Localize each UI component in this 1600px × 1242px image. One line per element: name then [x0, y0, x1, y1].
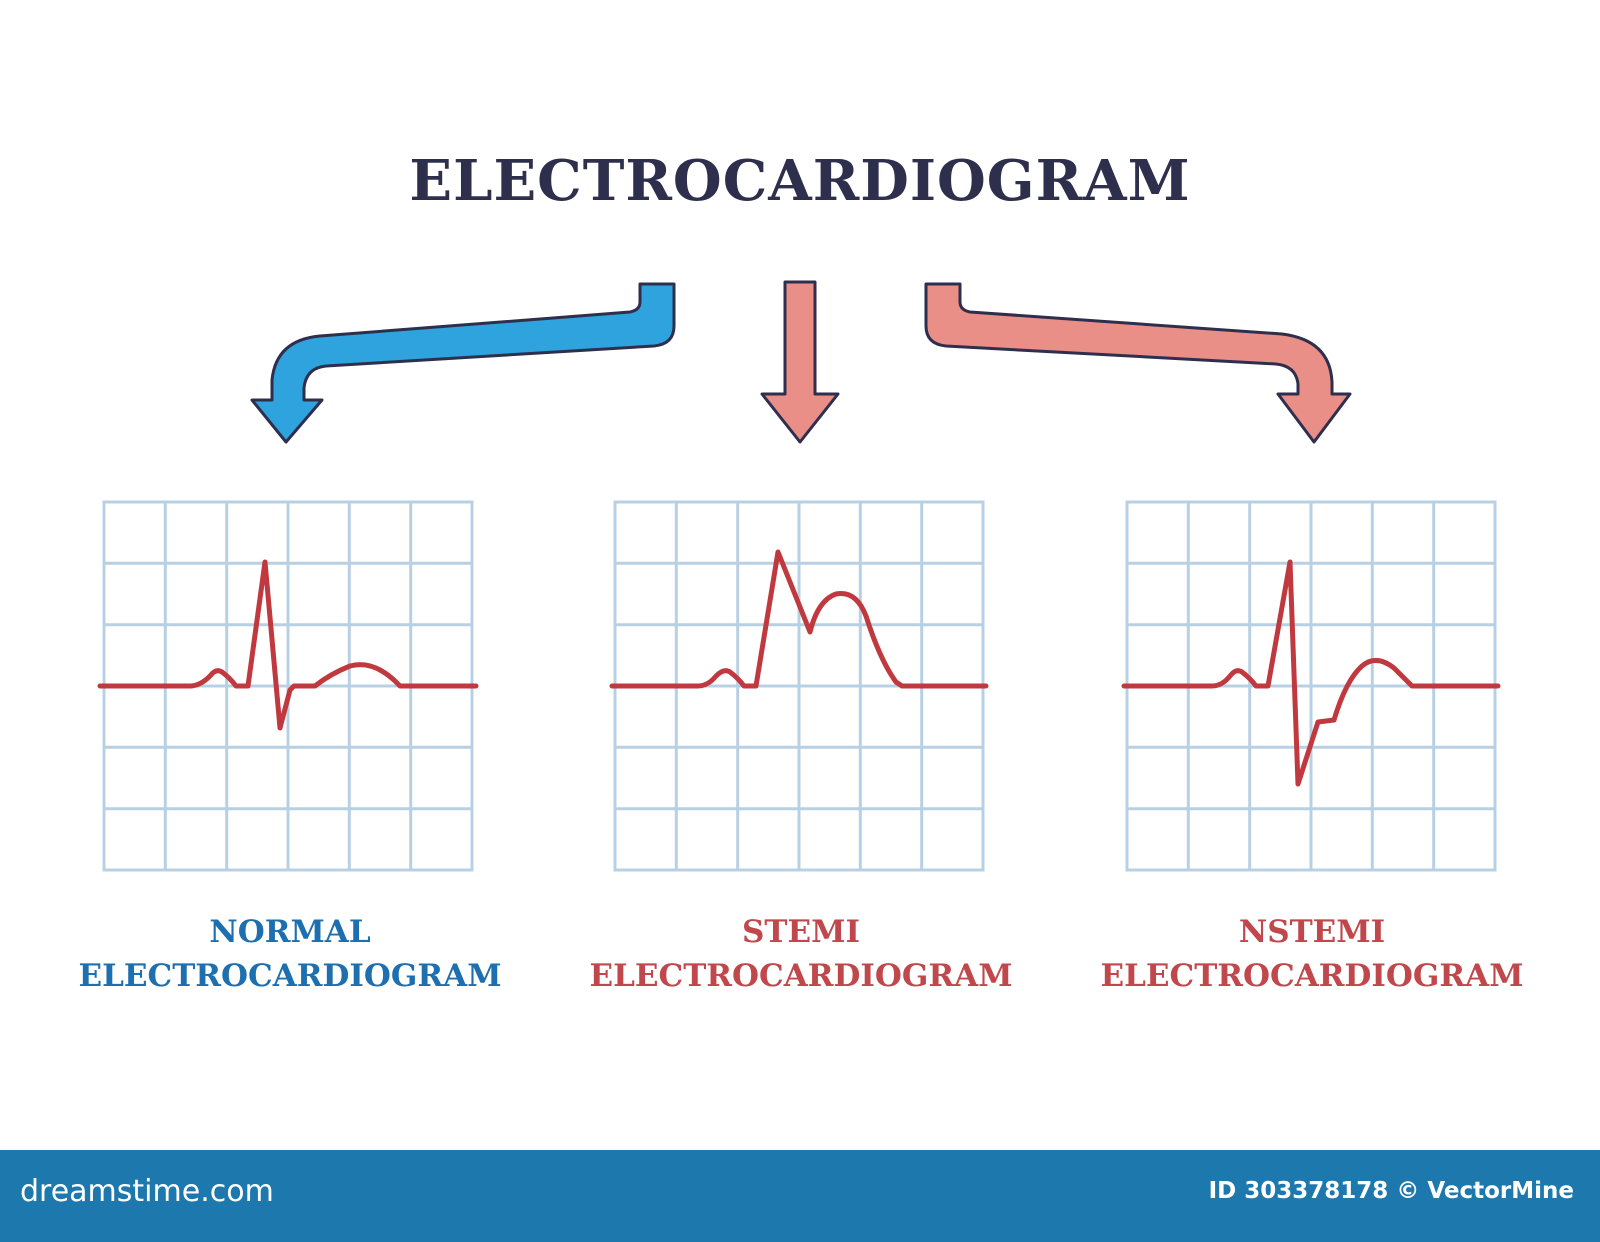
ecg-panel-normal: [97, 500, 479, 872]
nstemi-ecg-label: NSTEMI ELECTROCARDIOGRAM: [1077, 910, 1547, 998]
ecg-trace-stemi: [609, 549, 989, 689]
arrows: [250, 280, 1352, 444]
normal-ecg-label: NORMAL ELECTROCARDIOGRAM: [55, 910, 525, 998]
normal-label-line2: ELECTROCARDIOGRAM: [78, 958, 502, 994]
arrow-to-stemi: [760, 280, 840, 444]
ecg-panel-nstemi: [1121, 500, 1501, 872]
stemi-ecg-label: STEMI ELECTROCARDIOGRAM: [566, 910, 1036, 998]
diagram-canvas: [97, 280, 1501, 872]
page-title: ELECTROCARDIOGRAM: [409, 148, 1191, 214]
nstemi-label-line2: ELECTROCARDIOGRAM: [1100, 958, 1524, 994]
ecg-panel-stemi: [609, 500, 989, 872]
ecg-trace-nstemi: [1121, 559, 1501, 787]
arrow-to-normal: [250, 282, 676, 444]
footer-bar: dreamstime.com ID 303378178 © VectorMine: [0, 1150, 1600, 1242]
ecg-trace-normal: [97, 559, 479, 731]
stemi-label-line2: ELECTROCARDIOGRAM: [589, 958, 1013, 994]
nstemi-label-line1: NSTEMI: [1238, 914, 1386, 950]
brand-logo: dreamstime.com: [20, 1174, 274, 1209]
image-credit: ID 303378178 © VectorMine: [1208, 1178, 1574, 1204]
arrow-to-nstemi: [924, 282, 1352, 444]
normal-label-line1: NORMAL: [209, 914, 371, 950]
stemi-label-line1: STEMI: [742, 914, 860, 950]
